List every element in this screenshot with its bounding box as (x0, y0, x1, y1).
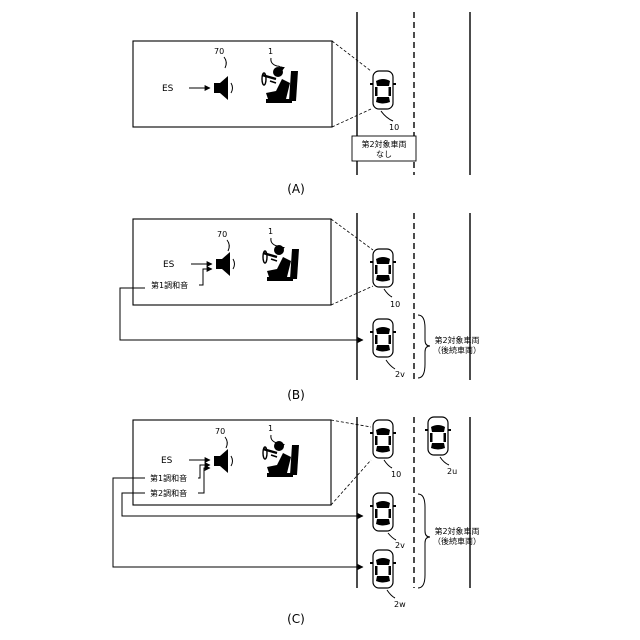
group-line1-b: 第2対象車両 (434, 335, 479, 345)
harmonic1-label-c: 第1調和音 (150, 473, 187, 483)
follower-ref-b: 2v (395, 370, 405, 379)
caption-a: (A) (287, 182, 305, 196)
own-vehicle-icon-b (370, 249, 396, 287)
panel-b: ES 70 第1調和音 1 10 2v 第2対象車両 （後続車両） (B) (120, 213, 481, 402)
driver-ref-b: 1 (268, 227, 273, 236)
note-line2-a: なし (376, 150, 392, 159)
adjacent-vehicle-icon-c (425, 417, 451, 455)
follower1-vehicle-icon-c (370, 493, 396, 531)
harmonic2-label-c: 第2調和音 (150, 488, 187, 498)
group-line2-b: （後続車両） (433, 345, 481, 355)
follower1-ref-c: 2v (395, 541, 405, 550)
harmonic1-label-b: 第1調和音 (151, 280, 188, 290)
driver-ref-c: 1 (268, 424, 273, 433)
follower2-vehicle-icon-c (370, 550, 396, 588)
own-vehicle-ref-b: 10 (390, 300, 400, 309)
own-vehicle-ref-a: 10 (389, 123, 399, 132)
driver-ref-a: 1 (268, 47, 273, 56)
follower2-ref-c: 2w (394, 600, 406, 609)
adjacent-ref-c: 2u (447, 467, 457, 476)
es-label-b: ES (163, 260, 175, 270)
es-label-a: ES (162, 84, 174, 94)
panel-a: ES 70 1 10 第2対象車両 なし (A) (133, 12, 470, 196)
es-label-c: ES (161, 456, 173, 466)
caption-c: (C) (287, 612, 305, 626)
panel-c: ES 70 第1調和音 第2調和音 1 10 2u 2v 2w 第2対象車両 （… (113, 417, 481, 626)
follower-vehicle-icon-b (370, 319, 396, 357)
own-vehicle-icon-c (370, 420, 396, 458)
speaker-ref-c: 70 (215, 427, 225, 436)
caption-b: (B) (287, 388, 305, 402)
speaker-ref-b: 70 (217, 230, 227, 239)
group-line2-c: （後続車両） (433, 536, 481, 546)
group-line1-c: 第2対象車両 (434, 526, 479, 536)
own-vehicle-icon-a (370, 71, 396, 109)
own-vehicle-ref-c: 10 (391, 470, 401, 479)
note-line1-a: 第2対象車両 (361, 139, 406, 149)
speaker-ref-a: 70 (214, 47, 224, 56)
